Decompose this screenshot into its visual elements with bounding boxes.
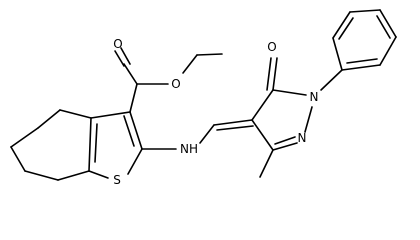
bond [272,89,307,96]
bond-double [114,50,125,67]
bond [332,37,343,71]
cycloheptane-ring-bonds [10,109,92,181]
bond [272,142,298,151]
bond-double [346,58,378,64]
bond [88,170,109,179]
atom-label-pyrazolone-oxygen: O [267,40,276,54]
bond [379,9,397,38]
thiophene-ring-bonds [88,83,143,179]
pyrazolone-ring-bonds [251,57,343,178]
bond [320,69,343,91]
molecule-diagram: O O S NH O N N [10,9,397,187]
bond [182,54,198,74]
bond [379,36,397,66]
bond [37,109,61,129]
bond [10,127,39,148]
atom-label-pyrazolone-n2: N [298,131,307,145]
bond [272,57,278,91]
bond [332,11,351,39]
structure-canvas: O O S NH O N N [10,9,397,187]
atom-label-amine: NH [180,142,198,156]
bond-double [94,123,98,163]
bond [88,117,92,172]
bond [10,146,26,172]
bond-double [123,115,135,147]
bond [129,83,138,113]
bond-double [338,17,354,40]
bond [57,170,90,181]
bond [129,111,143,150]
linker-bonds [141,119,254,150]
bond [259,149,274,178]
bond [304,106,313,133]
bond [213,119,253,126]
bond [251,119,274,151]
bond [90,111,131,119]
atom-label-pyrazolone-n1: N [310,90,319,104]
bond [349,9,381,13]
bond [123,63,138,85]
bond-double [266,57,272,91]
bond-double [120,47,131,65]
ethyl-ester-bonds [114,47,223,85]
bond-double [376,15,391,39]
atom-label-carbonyl-oxygen: O [113,37,122,51]
bond [341,64,381,71]
bond [251,89,274,121]
bond [196,53,223,56]
bond [59,109,92,119]
atom-label-sulfur: S [113,173,121,187]
phenyl-ring-bonds [332,9,397,71]
atom-label-ester-oxygen: O [171,77,180,91]
bond-double [274,136,296,145]
bond [24,170,59,181]
bond [127,148,143,175]
bond [199,124,215,144]
bond-double [216,125,254,131]
